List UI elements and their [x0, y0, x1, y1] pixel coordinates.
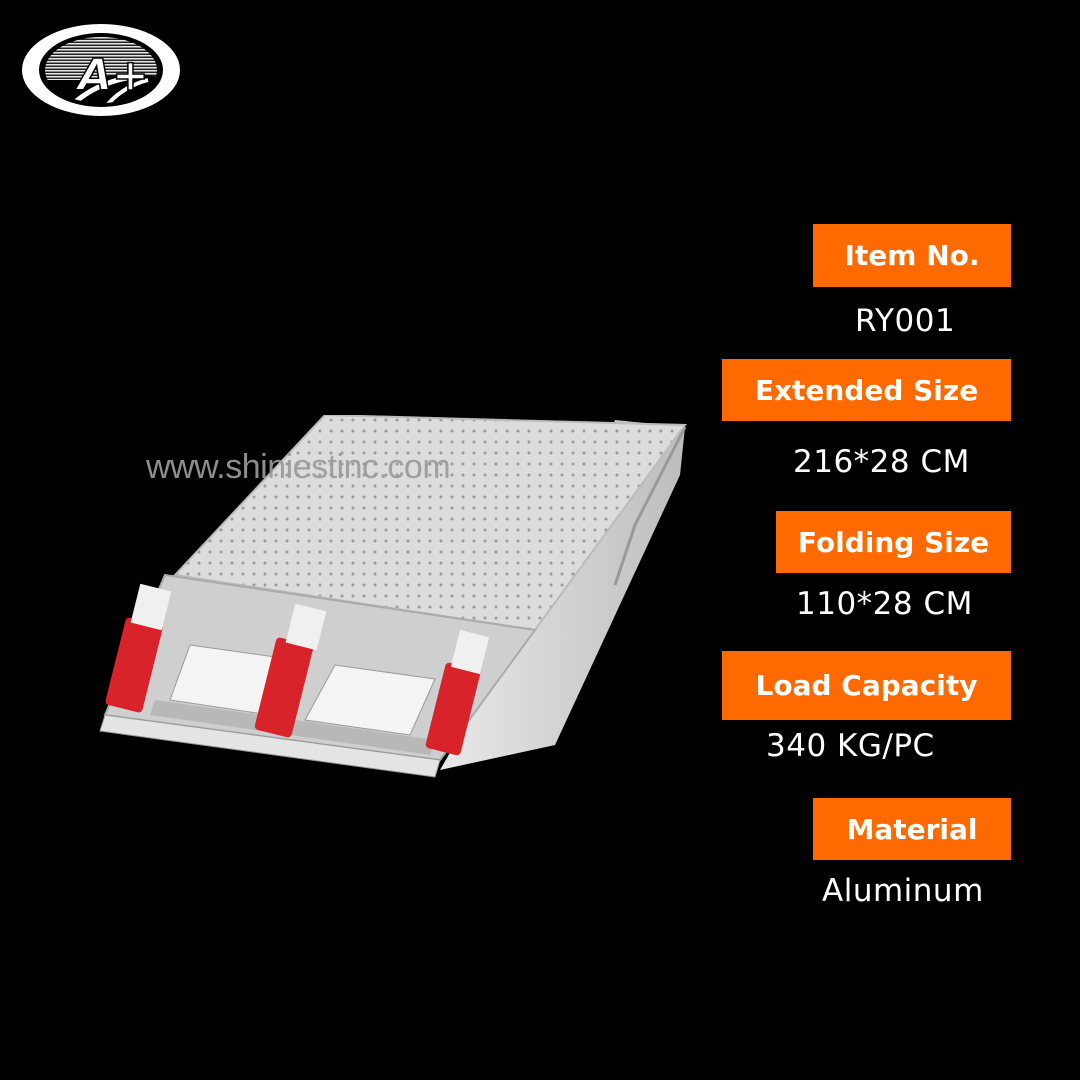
- brand-logo: A+: [20, 22, 182, 118]
- svg-text:A+: A+: [75, 50, 149, 101]
- product-image: [95, 413, 695, 780]
- spec-value-material: Aluminum: [822, 873, 984, 909]
- spec-label-folding-size: Folding Size: [776, 511, 1011, 573]
- spec-value-folding-size: 110*28 CM: [796, 586, 973, 622]
- spec-value-load-capacity: 340 KG/PC: [766, 728, 935, 764]
- spec-value-extended-size: 216*28 CM: [793, 444, 970, 480]
- folding-ramp-icon: [99, 413, 687, 778]
- website-watermark: www.shiniestinc.com: [146, 448, 451, 486]
- spec-value-item-no: RY001: [855, 303, 956, 339]
- a-plus-logo-icon: A+: [22, 24, 180, 116]
- spec-label-extended-size: Extended Size: [722, 359, 1011, 421]
- spec-label-item-no: Item No.: [813, 224, 1011, 287]
- spec-label-material: Material: [813, 798, 1011, 860]
- spec-label-load-capacity: Load Capacity: [722, 651, 1011, 720]
